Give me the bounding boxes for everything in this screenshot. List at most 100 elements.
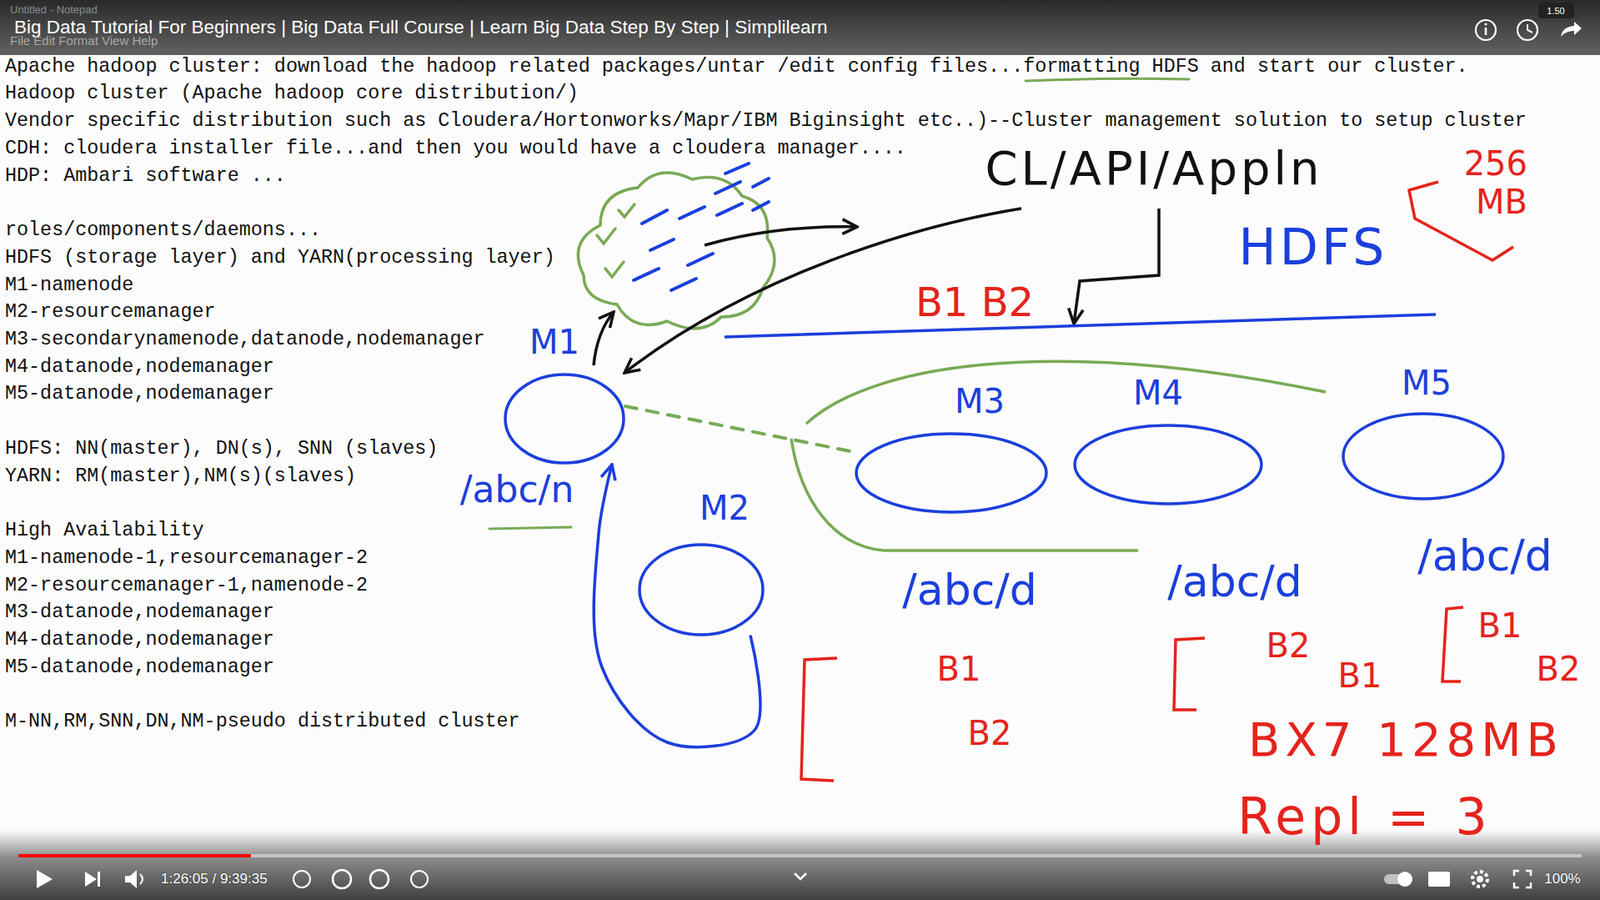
notepad-line: M4-datanode,nodemanager	[5, 353, 275, 382]
machine-label: M5	[1401, 362, 1452, 403]
play-icon	[36, 869, 53, 888]
block-size-note: BX7 128MB	[1248, 712, 1564, 767]
arrow	[1073, 208, 1159, 324]
data-cloud	[577, 172, 775, 329]
layer-name: HDFS	[1238, 218, 1389, 276]
replication-note: Repl = 3	[1237, 787, 1492, 846]
group-curve	[806, 361, 1326, 424]
settings-icon	[1472, 871, 1488, 887]
machine-outline	[1341, 411, 1505, 501]
machine-node: M5	[1341, 362, 1505, 501]
path-label: /abc/d	[1167, 556, 1303, 607]
next-icon	[85, 871, 97, 887]
machine-ellipse	[1074, 425, 1262, 504]
speed-badge	[1538, 2, 1575, 19]
zoom-level: 100%	[1544, 870, 1580, 888]
block-label: B1 B2	[915, 279, 1034, 326]
underline	[489, 526, 572, 529]
notepad-line: High Availability	[5, 516, 205, 545]
fullscreen-icon	[1514, 870, 1531, 888]
playback-time: 1:26:05 / 9:39:35	[160, 870, 268, 888]
menu-bar: File Edit Format View Help	[10, 33, 158, 48]
machine-ellipse	[856, 433, 1047, 512]
notepad-line: M3-datanode,nodemanager	[5, 598, 275, 627]
machine-node: M1	[503, 321, 626, 465]
group-curve	[791, 438, 1139, 551]
progress-track	[18, 853, 1582, 858]
arrow	[593, 311, 614, 366]
window-title: Untitled - Notepad	[10, 4, 98, 17]
notepad-line: Hadoop cluster (Apache hadoop core distr…	[5, 80, 579, 108]
data-dash	[642, 210, 668, 224]
machine-label: M4	[1133, 372, 1184, 413]
notepad-line: Vendor specific distribution such as Clo…	[5, 107, 1527, 136]
path-label: /abc/n	[460, 468, 575, 512]
client-note: CL/API/Appln	[984, 141, 1323, 196]
notepad-line: HDFS (storage layer) and YARN(processing…	[5, 244, 556, 272]
clock-icon	[1527, 24, 1533, 33]
path-label: /abc/d	[902, 565, 1038, 616]
data-dash	[752, 201, 769, 211]
machine-label: M3	[954, 381, 1005, 422]
settings-icon	[1476, 875, 1484, 883]
volume-icon	[125, 869, 137, 888]
check-marks	[596, 204, 635, 277]
machine-node: M4	[1073, 372, 1264, 506]
notepad-line: HDFS: NN(master), DN(s), SNN (slaves)	[5, 435, 438, 463]
bracket	[801, 657, 838, 781]
data-dash	[717, 203, 743, 216]
machine-ellipse	[639, 544, 763, 635]
path-label: /abc/d	[1417, 531, 1553, 582]
connector	[593, 464, 761, 748]
chevron-icon	[794, 872, 807, 879]
info-icon	[1484, 27, 1488, 36]
block-label: B1	[1338, 656, 1383, 695]
progress-played	[18, 853, 251, 858]
seek-icon	[370, 869, 389, 888]
seek-icon	[411, 870, 428, 888]
data-dash	[715, 181, 741, 194]
data-dashes	[633, 163, 769, 291]
machine-node: M3	[854, 381, 1049, 514]
notepad-line: M1-namenode-1,resourcemanager-2	[5, 544, 368, 572]
bracket	[1173, 637, 1205, 710]
notepad-line: HDP: Ambari software ...	[5, 162, 286, 191]
captions-icon	[1428, 871, 1450, 887]
info-icon	[1484, 22, 1487, 26]
notepad-line: M5-datanode,nodemanager	[5, 653, 275, 682]
notepad-line: M-NN,RM,SNN,DN,NM-pseudo distributed clu…	[5, 707, 521, 736]
title-bar	[0, 0, 1600, 56]
notepad-line: M1-namenode	[5, 271, 134, 300]
arrow	[704, 226, 858, 246]
block-size-note: 256 MB	[1450, 144, 1528, 221]
block-label: B1	[1478, 606, 1523, 645]
machine-label: M2	[699, 487, 750, 528]
check-mark	[596, 228, 616, 244]
seek-icon	[332, 869, 352, 888]
next-icon	[97, 871, 101, 887]
notepad-line: M5-datanode,nodemanager	[5, 380, 275, 408]
data-dash	[752, 178, 769, 187]
machine-ellipse	[1343, 413, 1504, 499]
connector	[625, 406, 855, 452]
hdfs-line	[724, 314, 1436, 337]
notepad-line: YARN: RM(master),NM(s)(slaves)	[5, 462, 357, 491]
notepad-line: Apache hadoop cluster: download the hado…	[5, 53, 1469, 81]
share-icon	[1560, 21, 1582, 37]
data-dash	[650, 239, 674, 251]
underline	[1025, 78, 1189, 81]
machine-outline	[637, 542, 765, 637]
check-mark	[618, 204, 635, 217]
machine-label: M1	[529, 321, 580, 362]
seek-icon	[293, 870, 311, 888]
block-label: B1	[937, 649, 982, 688]
speed-badge-text: 1.50	[1546, 5, 1565, 17]
machine-outline	[503, 372, 626, 465]
bracket	[1442, 606, 1464, 682]
notepad-line: roles/components/daemons...	[5, 216, 322, 245]
notepad-line: M2-resourcemanager	[5, 298, 216, 327]
notepad-line: CDH: cloudera installer file...and then …	[5, 135, 907, 163]
notepad-line: M2-resourcemanager-1,namenode-2	[5, 571, 368, 600]
data-dash	[725, 163, 749, 174]
